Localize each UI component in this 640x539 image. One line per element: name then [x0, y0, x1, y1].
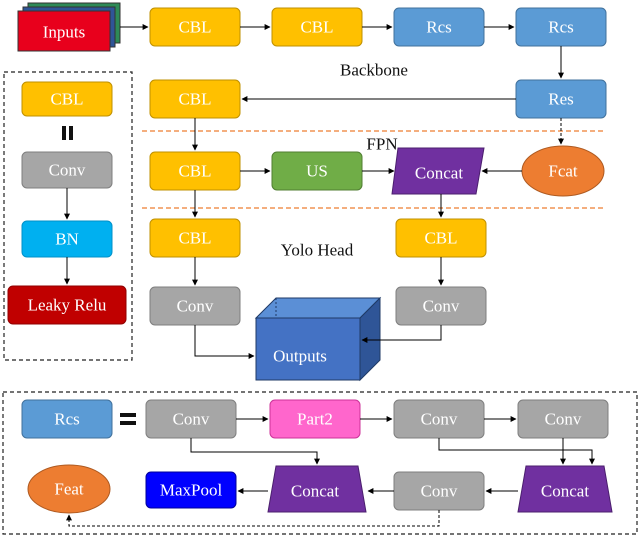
rcs-def-conv-4-label: Conv	[421, 482, 458, 501]
head-conv-left-label: Conv	[177, 297, 214, 316]
fpn-cbl: CBL	[149, 151, 241, 191]
arrow-conv-left-to-outputs	[194, 325, 255, 359]
outputs-cube: Outputs	[254, 296, 382, 382]
rcs-def-feat-label: Feat	[54, 480, 84, 499]
head-conv-right-label: Conv	[423, 297, 460, 316]
rcs-def-conv-4: Conv	[393, 471, 485, 511]
backbone-rcs-1: Rcs	[393, 7, 485, 47]
rcs-def-concat-right-label: Concat	[541, 482, 589, 501]
rcs-def-conv-2-label: Conv	[421, 410, 458, 429]
inputs-block: Inputs	[17, 2, 121, 52]
rcs-def-part2: Part2	[269, 399, 361, 439]
fpn-us: US	[271, 151, 363, 191]
head-cbl-right-label: CBL	[424, 229, 457, 248]
rcs-def-part2-label: Part2	[297, 410, 333, 429]
outputs-label: Outputs	[273, 347, 327, 366]
legend-leaky-relu-label: Leaky Relu	[28, 296, 107, 315]
backbone-cbl-3: CBL	[149, 79, 241, 119]
rcs-def-equals-sign	[120, 413, 136, 425]
fpn-feat-label: Fcat	[548, 162, 578, 181]
arrow-conv1-to-concat-left	[190, 438, 320, 465]
legend-conv-label: Conv	[49, 161, 86, 180]
rcs-def-conv-3-label: Conv	[545, 410, 582, 429]
rcs-def-rcs-label: Rcs	[54, 410, 80, 429]
arrow-conv2-to-concat-right	[438, 438, 595, 465]
yolo-head-caption: Yolo Head	[281, 241, 354, 260]
legend-bn-label: BN	[55, 230, 79, 249]
rcs-def-rcs: Rcs	[21, 399, 113, 439]
inputs-label: Inputs	[43, 23, 86, 42]
head-cbl-left-label: CBL	[178, 229, 211, 248]
fpn-feat: Fcat	[521, 145, 605, 197]
head-conv-left: Conv	[149, 286, 241, 326]
legend-equals-sign	[62, 126, 73, 140]
rcs-def-concat-left-label: Concat	[291, 482, 339, 501]
rcs-def-conv-3: Conv	[517, 399, 609, 439]
cbl-legend-frame	[3, 71, 133, 361]
backbone-cbl-1: CBL	[149, 7, 241, 47]
head-conv-right: Conv	[395, 286, 487, 326]
backbone-caption: Backbone	[340, 61, 408, 80]
backbone-rcs-2-label: Rcs	[548, 18, 574, 37]
backbone-rcs-2: Rcs	[515, 7, 607, 47]
head-cbl-right: CBL	[395, 218, 487, 258]
legend-leaky-relu-node: Leaky Relu	[7, 285, 127, 325]
head-cbl-left: CBL	[149, 218, 241, 258]
rcs-def-feat: Feat	[27, 464, 111, 514]
fpn-concat: Concat	[391, 147, 485, 195]
rcs-def-maxpool: MaxPool	[145, 471, 237, 509]
rcs-def-conv-1: Conv	[145, 399, 237, 439]
rcs-def-maxpool-label: MaxPool	[160, 481, 223, 500]
backbone-cbl-2-label: CBL	[300, 18, 333, 37]
backbone-cbl-2: CBL	[271, 7, 363, 47]
arrow-conv4-to-feat	[66, 510, 440, 527]
rcs-def-conv-1-label: Conv	[173, 410, 210, 429]
backbone-cbl-1-label: CBL	[178, 18, 211, 37]
rcs-def-conv-2: Conv	[393, 399, 485, 439]
legend-cbl-label: CBL	[50, 90, 83, 109]
rcs-def-concat-left: Concat	[267, 465, 367, 513]
backbone-cbl-3-label: CBL	[178, 90, 211, 109]
backbone-res-label: Res	[548, 90, 574, 109]
rcs-def-concat-right: Concat	[517, 465, 613, 513]
rcs-definition-frame	[2, 391, 638, 535]
legend-bn-node: BN	[21, 220, 113, 258]
fpn-caption: FPN	[366, 135, 397, 154]
fpn-us-label: US	[306, 162, 328, 181]
backbone-res: Res	[515, 79, 607, 119]
arrow-conv-right-to-outputs	[361, 325, 442, 343]
fpn-concat-label: Concat	[415, 164, 463, 183]
fpn-cbl-label: CBL	[178, 162, 211, 181]
legend-cbl-node: CBL	[21, 81, 113, 117]
legend-conv-node: Conv	[21, 151, 113, 189]
backbone-rcs-1-label: Rcs	[426, 18, 452, 37]
